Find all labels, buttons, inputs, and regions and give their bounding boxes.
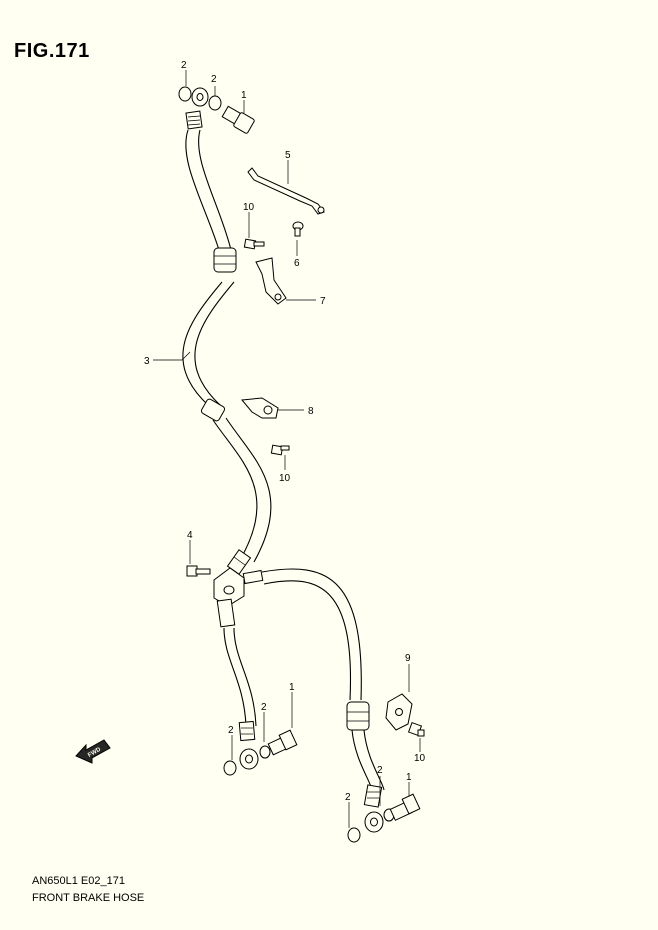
figure-caption: FRONT BRAKE HOSE — [32, 892, 145, 904]
callout-3: 3 — [144, 356, 150, 367]
callout-10: 10 — [243, 202, 255, 213]
callout-2: 2 — [211, 74, 217, 85]
figure-title: FIG.171 — [14, 40, 90, 62]
callout-5: 5 — [285, 150, 291, 161]
callout-numbers: 2 2 1 5 10 6 7 3 8 10 4 9 1 2 2 10 1 2 2 — [144, 60, 426, 803]
forward-arrow-icon: FWD — [75, 739, 111, 764]
callout-4: 4 — [187, 530, 193, 541]
callout-1: 1 — [406, 772, 412, 783]
bolt-10-lower — [407, 721, 425, 737]
callout-1: 1 — [241, 90, 247, 101]
callout-2: 2 — [228, 725, 234, 736]
bolt-10-middle — [270, 444, 290, 456]
callout-2: 2 — [377, 765, 383, 776]
leader-lines — [153, 70, 421, 828]
figure-code: AN650L1 E02_171 — [32, 875, 125, 887]
hose-clamp-7 — [255, 257, 287, 305]
brake-hose-joint — [213, 567, 245, 607]
callout-10: 10 — [279, 473, 291, 484]
banjo-bolt-top — [221, 105, 255, 134]
callout-2: 2 — [181, 60, 187, 71]
joint-bolt-4 — [186, 565, 211, 577]
upper-brake-hose — [178, 86, 272, 575]
callout-2: 2 — [345, 792, 351, 803]
callout-2: 2 — [261, 702, 267, 713]
callout-10: 10 — [414, 753, 426, 764]
hose-clamp-9 — [385, 693, 413, 731]
callout-6: 6 — [294, 258, 300, 269]
screw-6 — [292, 221, 304, 237]
bolt-10-top — [243, 238, 265, 250]
brake-pipe-bracket — [247, 167, 325, 215]
callout-7: 7 — [320, 296, 326, 307]
callout-8: 8 — [308, 406, 314, 417]
hose-clamp-8 — [241, 397, 279, 419]
left-brake-hose — [216, 598, 298, 776]
callout-9: 9 — [405, 653, 411, 664]
callout-1: 1 — [289, 682, 295, 693]
